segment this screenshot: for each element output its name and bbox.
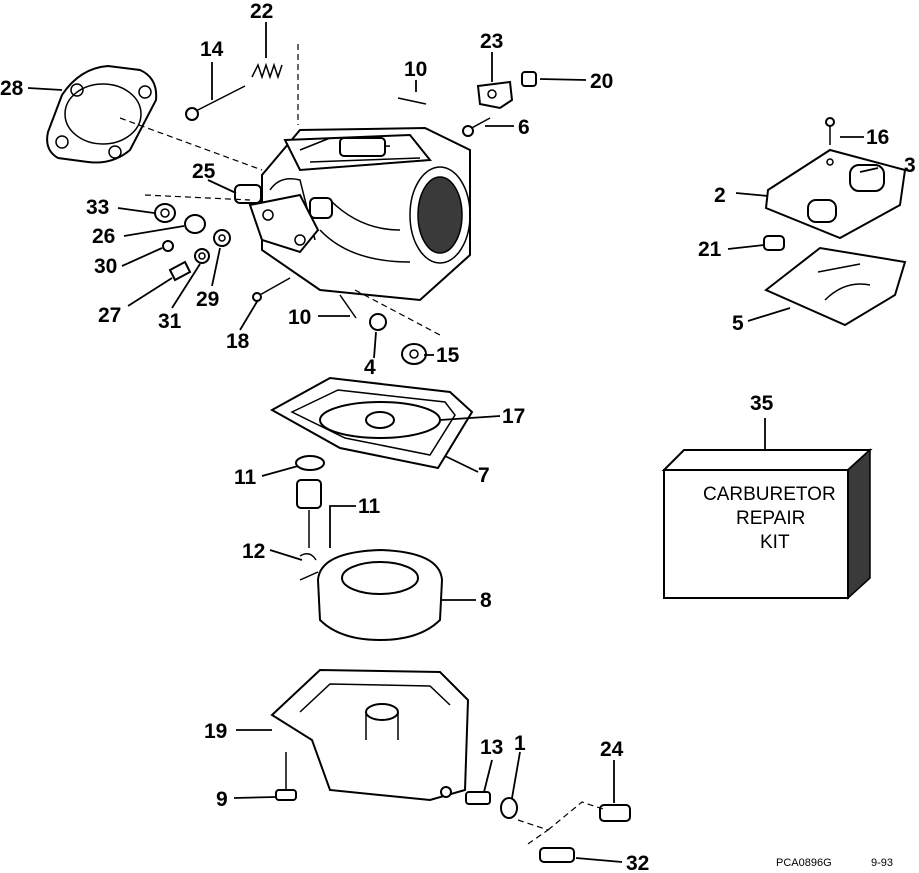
callout-13: 12 bbox=[242, 540, 265, 563]
part-15-screw bbox=[185, 85, 246, 121]
part-17-screw bbox=[825, 117, 835, 145]
callout-10a: 10 bbox=[404, 58, 427, 81]
callout-26: 25 bbox=[192, 160, 216, 183]
kit-label-line3: KIT bbox=[760, 532, 790, 553]
leader-lines bbox=[27, 22, 879, 863]
callout-5: 5 bbox=[732, 312, 744, 335]
callout-10b: 10 bbox=[288, 306, 311, 329]
part-carburetor-body bbox=[261, 126, 471, 302]
part-33-fitting bbox=[539, 847, 575, 863]
part-28-clip bbox=[168, 260, 192, 282]
callout-23: 22 bbox=[250, 0, 273, 23]
part-1-gasket bbox=[500, 797, 518, 819]
part-8-float bbox=[299, 548, 444, 642]
part-throttle-lever bbox=[248, 193, 333, 254]
callout-34: 33 bbox=[86, 196, 109, 219]
callout-1: 1 bbox=[514, 732, 526, 755]
part-18-diaphragm bbox=[319, 401, 441, 439]
callout-9: 9 bbox=[216, 788, 228, 811]
callout-16: 15 bbox=[436, 344, 460, 367]
callout-29: 28 bbox=[0, 77, 24, 100]
callout-14: 13 bbox=[480, 736, 503, 759]
part-26-throttle-shaft bbox=[234, 184, 262, 204]
callout-32: 31 bbox=[158, 310, 182, 333]
figure-date: 9-93 bbox=[871, 857, 893, 869]
callout-20: 19 bbox=[204, 720, 227, 743]
kit-label-line2: REPAIR bbox=[736, 508, 805, 529]
part-16-nut bbox=[401, 343, 427, 365]
part-12-gasket bbox=[295, 455, 325, 471]
callout-8: 8 bbox=[480, 589, 492, 612]
callout-31: 30 bbox=[94, 255, 117, 278]
part-32-washer bbox=[194, 248, 210, 264]
part-31-washer bbox=[162, 240, 174, 252]
part-30-lockwasher bbox=[213, 229, 231, 247]
part-22-fitting bbox=[763, 235, 785, 251]
part-9-screw bbox=[275, 752, 297, 801]
callout-12: 11 bbox=[234, 466, 257, 489]
callout-2: 2 bbox=[714, 184, 726, 207]
callout-19: 18 bbox=[226, 330, 250, 353]
part-19-screw bbox=[252, 277, 291, 302]
callout-4: 4 bbox=[364, 356, 376, 379]
part-29-flange-gasket bbox=[46, 64, 158, 164]
callout-18: 17 bbox=[502, 405, 525, 428]
part-10a-pin bbox=[397, 97, 427, 105]
part-34-nut bbox=[154, 203, 176, 223]
callout-21: 20 bbox=[590, 70, 613, 93]
callout-24: 23 bbox=[480, 30, 503, 53]
part-35-repair-kit-box: CARBURETOR REPAIR KIT bbox=[661, 448, 873, 600]
part-2-pump-cover bbox=[764, 148, 907, 240]
callout-22: 21 bbox=[698, 238, 722, 261]
callout-17: 16 bbox=[866, 126, 889, 149]
callout-30: 29 bbox=[196, 288, 219, 311]
callout-11: 11 bbox=[358, 495, 381, 518]
assembly-lines bbox=[119, 44, 607, 847]
callout-35: 35 bbox=[750, 392, 774, 415]
figure-code: PCA0896G bbox=[776, 857, 832, 869]
callout-7: 7 bbox=[478, 464, 490, 487]
part-25-plug bbox=[599, 804, 631, 822]
part-4-ball bbox=[369, 313, 387, 331]
callout-25: 24 bbox=[600, 738, 624, 761]
part-27-bushing bbox=[184, 214, 206, 234]
callout-27: 26 bbox=[92, 225, 115, 248]
callout-28: 27 bbox=[98, 304, 121, 327]
part-10b-pin bbox=[339, 294, 357, 319]
kit-label-line1: CARBURETOR bbox=[703, 484, 836, 505]
callout-6: 6 bbox=[518, 116, 530, 139]
part-20-float-bowl bbox=[270, 668, 470, 802]
callout-15: 14 bbox=[200, 38, 224, 61]
callout-3: 3 bbox=[904, 154, 916, 177]
part-14-jet bbox=[465, 791, 491, 805]
callout-33: 32 bbox=[626, 852, 649, 873]
part-6-screw bbox=[462, 117, 491, 137]
part-24-bracket bbox=[476, 80, 514, 110]
part-13-clip bbox=[299, 553, 317, 561]
part-11-needle-seat bbox=[296, 479, 322, 548]
part-5-pump-diaphragm bbox=[764, 246, 907, 327]
part-21-screw bbox=[521, 71, 537, 87]
part-23-spring bbox=[251, 62, 283, 80]
